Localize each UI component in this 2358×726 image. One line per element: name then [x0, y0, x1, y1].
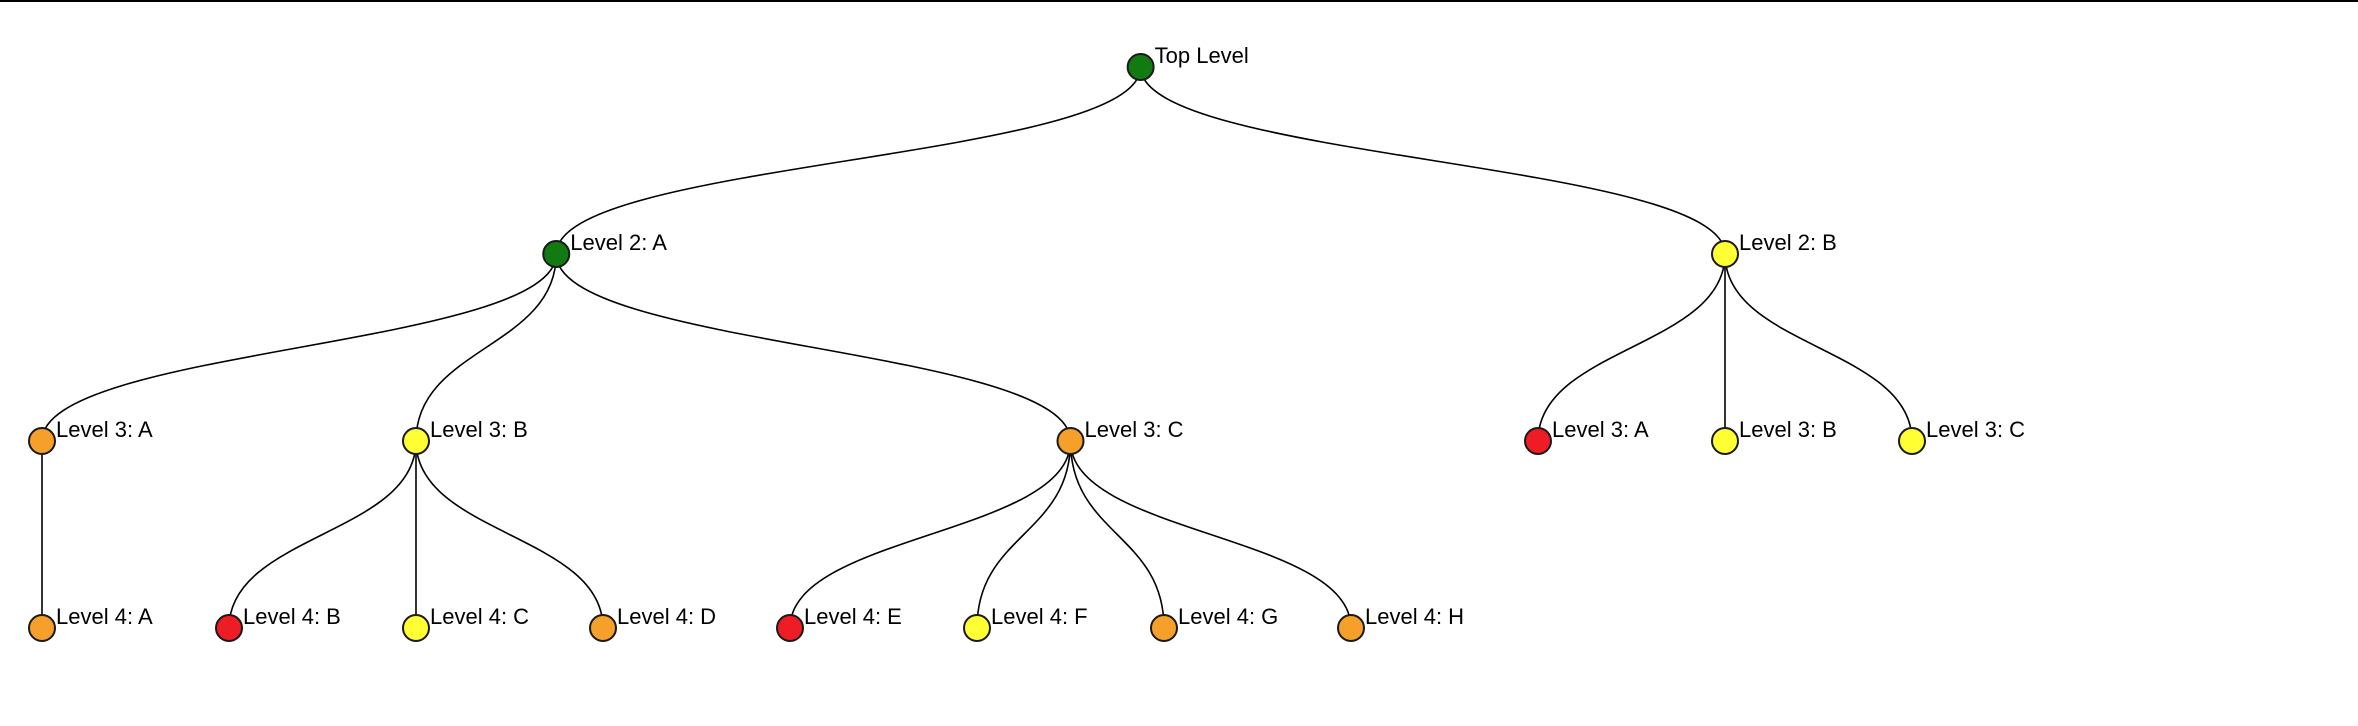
node-circle[interactable]	[776, 614, 804, 642]
node-label: Level 4: H	[1365, 604, 1464, 629]
tree-node-level-3-a-2[interactable]: Level 3: A	[28, 417, 153, 455]
node-label: Level 4: D	[617, 604, 716, 629]
edge-level-2-b-to-level-3-a	[1537, 253, 1726, 442]
node-circle[interactable]	[1150, 614, 1178, 642]
node-label: Level 4: E	[804, 604, 902, 629]
node-label: Level 3: B	[430, 417, 528, 442]
node-label: Level 2: A	[570, 230, 667, 255]
node-circle[interactable]	[1337, 614, 1365, 642]
edge-top-level-to-level-2-a	[555, 66, 1142, 255]
edge-level-2-b-to-level-3-c	[1724, 253, 1913, 442]
node-label: Level 4: B	[243, 604, 341, 629]
node-label: Level 3: A	[1552, 417, 1649, 442]
edge-level-3-c-to-level-4-g	[1069, 440, 1165, 629]
node-circle[interactable]	[1524, 427, 1552, 455]
node-label: Level 3: C	[1085, 417, 1184, 442]
node-circle[interactable]	[28, 427, 56, 455]
edge-level-3-c-to-level-4-f	[976, 440, 1072, 629]
edge-level-3-b-to-level-4-d	[415, 440, 604, 629]
node-label: Top Level	[1155, 43, 1249, 68]
edge-level-2-a-to-level-3-c	[555, 253, 1072, 442]
node-circle[interactable]	[1056, 427, 1085, 455]
node-label: Level 4: G	[1178, 604, 1278, 629]
node-circle[interactable]	[28, 614, 56, 642]
tree-node-level-3-c-16[interactable]: Level 3: C	[1898, 417, 2025, 455]
top-border-line	[0, 0, 2358, 2]
node-circle[interactable]	[1898, 427, 1926, 455]
tree-edges	[41, 66, 1913, 629]
tree-node-level-3-b-15[interactable]: Level 3: B	[1711, 417, 1837, 455]
node-circle[interactable]	[1126, 53, 1155, 81]
tree-node-top-level-0[interactable]: Top Level	[1126, 43, 1249, 81]
node-label: Level 3: A	[56, 417, 153, 442]
node-label: Level 4: A	[56, 604, 153, 629]
node-label: Level 4: F	[991, 604, 1088, 629]
node-circle[interactable]	[1711, 427, 1739, 455]
tree-node-level-3-c-8[interactable]: Level 3: C	[1056, 417, 1184, 455]
tree-node-level-4-g-11[interactable]: Level 4: G	[1150, 604, 1278, 642]
node-circle[interactable]	[402, 614, 430, 642]
node-circle[interactable]	[1711, 240, 1739, 268]
node-label: Level 3: C	[1926, 417, 2025, 442]
node-circle[interactable]	[542, 240, 571, 268]
node-label: Level 4: C	[430, 604, 529, 629]
tree-node-level-4-b-5[interactable]: Level 4: B	[215, 604, 341, 642]
tree-node-level-4-c-6[interactable]: Level 4: C	[402, 604, 529, 642]
edge-level-3-b-to-level-4-b	[228, 440, 417, 629]
tree-node-level-4-d-7[interactable]: Level 4: D	[589, 604, 716, 642]
tree-node-level-3-b-4[interactable]: Level 3: B	[402, 417, 528, 455]
edge-level-3-c-to-level-4-e	[789, 440, 1072, 629]
edge-level-2-a-to-level-3-b	[415, 253, 558, 442]
node-label: Level 2: B	[1739, 230, 1837, 255]
edge-level-3-c-to-level-4-h	[1069, 440, 1352, 629]
tree-node-level-2-a-1[interactable]: Level 2: A	[542, 230, 667, 268]
tree-node-level-3-a-14[interactable]: Level 3: A	[1524, 417, 1649, 455]
node-circle[interactable]	[402, 427, 430, 455]
edge-top-level-to-level-2-b	[1139, 66, 1726, 255]
tree-node-level-2-b-13[interactable]: Level 2: B	[1711, 230, 1837, 268]
tree-node-level-4-a-3[interactable]: Level 4: A	[28, 604, 153, 642]
tree-node-level-4-f-10[interactable]: Level 4: F	[963, 604, 1088, 642]
tree-node-level-4-e-9[interactable]: Level 4: E	[776, 604, 902, 642]
node-circle[interactable]	[963, 614, 991, 642]
tree-node-level-4-h-12[interactable]: Level 4: H	[1337, 604, 1464, 642]
edge-level-2-a-to-level-3-a	[41, 253, 558, 442]
node-label: Level 3: B	[1739, 417, 1837, 442]
node-circle[interactable]	[589, 614, 617, 642]
node-circle[interactable]	[215, 614, 243, 642]
